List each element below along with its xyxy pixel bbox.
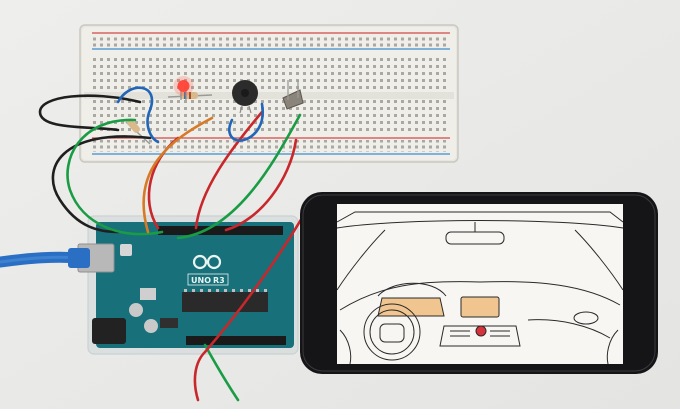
phone-screen — [337, 204, 623, 364]
center-channel — [84, 92, 454, 99]
resistor-1 — [167, 92, 213, 99]
wire-orange-1 — [142, 116, 214, 234]
wire-green-1 — [66, 118, 164, 236]
instrument-cluster — [377, 297, 445, 317]
start-button-icon — [475, 325, 487, 337]
center-console — [439, 325, 521, 347]
power-header — [186, 336, 286, 345]
red-led — [173, 76, 194, 100]
resistor-2 — [125, 118, 151, 145]
digital-header — [158, 226, 283, 235]
capacitor-2 — [144, 319, 158, 333]
car-dashboard-drawing — [336, 211, 624, 365]
windshield-frame — [336, 211, 624, 223]
crystal — [140, 288, 156, 300]
breadboard — [79, 24, 459, 163]
smartphone — [300, 192, 658, 374]
wire-blue-1 — [116, 86, 160, 144]
atmega-chip — [182, 292, 268, 312]
grid-upper — [90, 56, 450, 91]
jumper-wires — [38, 86, 312, 402]
grid-lower — [90, 100, 450, 135]
cluster-hood — [377, 282, 447, 297]
wire-blue-2 — [228, 102, 265, 142]
infinity-logo — [192, 254, 222, 270]
usb-cable — [0, 248, 90, 268]
reset-button — [120, 244, 132, 256]
model-label: UNO — [191, 276, 211, 285]
revision-label: R3 — [213, 276, 225, 285]
regulator — [160, 318, 178, 328]
wire-green-3 — [203, 343, 240, 402]
wire-black-1 — [38, 94, 142, 132]
wire-green-2 — [176, 113, 302, 240]
wire-red-4 — [193, 202, 312, 402]
wire-red-3 — [224, 138, 298, 232]
wire-black-2 — [51, 135, 152, 234]
steering-wheel-icon — [363, 303, 421, 361]
transistor — [282, 80, 304, 110]
power-jack — [92, 318, 126, 344]
center-display — [460, 296, 500, 318]
wire-red-2 — [194, 110, 264, 230]
arduino-board: UNO R3 — [77, 222, 294, 348]
piezo-buzzer — [232, 80, 258, 114]
capacitor-1 — [129, 303, 143, 317]
